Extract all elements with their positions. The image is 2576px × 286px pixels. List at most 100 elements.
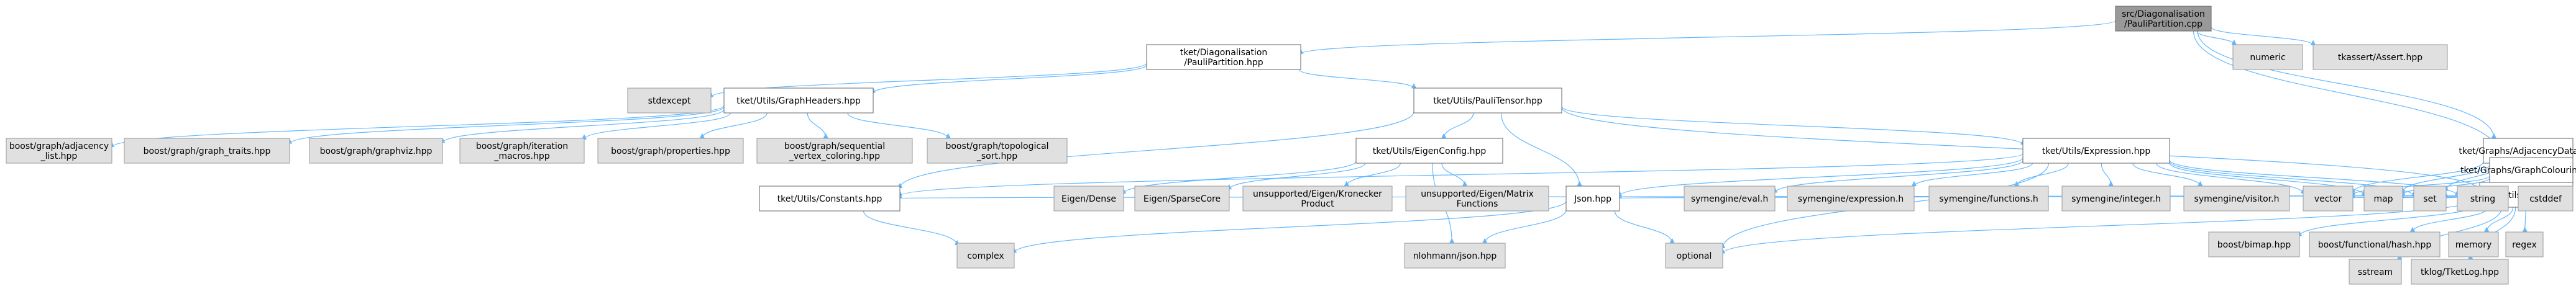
node-optional-box: [1665, 243, 1723, 269]
edge-paulitensor-to-unitid: [1561, 107, 2483, 191]
node-tkassert-label-0: tkassert/Assert.hpp: [2338, 53, 2422, 63]
node-constants-label-0: tket/Utils/Constants.hpp: [777, 194, 882, 204]
node-graphcolouring-box: [2489, 157, 2574, 183]
node-tklog-label-0: tklog/TketLog.hpp: [2421, 267, 2499, 277]
node-stdexcept: stdexcept: [627, 87, 712, 114]
edge-expression-to-svis: [2132, 163, 2203, 187]
node-graphheaders-label-0: tket/Utils/GraphHeaders.hpp: [736, 96, 861, 106]
edge-expression-to-sint: [2101, 163, 2114, 187]
node-jsonhpp-box: [1565, 185, 1620, 212]
node-adjlist-label-0: boost/graph/adjacency: [9, 141, 109, 151]
node-vector: vector: [2303, 185, 2354, 212]
node-graphviz: boost/graph/graphviz.hpp: [309, 138, 443, 164]
node-nlohmann-label-0: nlohmann/json.hpp: [1413, 251, 1497, 261]
node-itermacros-box: [459, 138, 585, 164]
edge-graphheaders-to-itermacros: [581, 112, 731, 140]
node-graphtraits-box: [124, 138, 290, 164]
node-cstddef-label-0: cstddef: [2529, 194, 2562, 204]
node-graphtraits-label-0: boost/graph/graph_traits.hpp: [144, 146, 271, 156]
node-jsonhpp[interactable]: Json.hpp: [1565, 185, 1620, 212]
node-kronecker-label-0: unsupported/Eigen/Kronecker: [1253, 189, 1382, 199]
node-graphcolouring[interactable]: tket/Graphs/GraphColouring.hpp: [2460, 157, 2576, 183]
node-hash: boost/functional/hash.hpp: [2309, 231, 2441, 257]
node-constants-box: [759, 185, 901, 212]
node-pp-label-1: /PauliPartition.hpp: [1184, 58, 1263, 68]
node-regex-label-0: regex: [2512, 240, 2537, 250]
node-set: set: [2413, 185, 2447, 212]
node-constants[interactable]: tket/Utils/Constants.hpp: [759, 185, 901, 212]
node-regex-box: [2505, 231, 2544, 257]
node-properties-label-0: boost/graph/properties.hpp: [611, 146, 730, 156]
node-expression[interactable]: tket/Utils/Expression.hpp: [2022, 138, 2170, 164]
node-numeric-box: [2232, 44, 2303, 70]
node-complex-label-0: complex: [967, 251, 1004, 261]
edge-adjdata-to-vector: [2350, 161, 2484, 193]
edge-jsonhpp-to-nlohmann: [1482, 209, 1567, 244]
node-paulitensor-box: [1413, 87, 1562, 114]
node-sexpr-box: [1787, 185, 1915, 212]
node-graphheaders-box: [723, 87, 874, 114]
node-properties-box: [597, 138, 744, 164]
edge-unitid-to-memory: [2484, 207, 2514, 233]
node-optional: optional: [1665, 243, 1723, 269]
node-set-label-0: set: [2423, 194, 2437, 204]
node-stdexcept-label-0: stdexcept: [648, 96, 691, 106]
edge-adjdata-to-map: [2400, 163, 2491, 192]
node-sfunc-box: [1928, 185, 2049, 212]
node-seqcolor-box: [756, 138, 913, 164]
node-sstream: sstream: [2349, 259, 2402, 285]
edge-expression-to-sfunc: [2014, 163, 2069, 187]
node-graphcolouring-label-0: tket/Graphs/GraphColouring.hpp: [2460, 166, 2576, 176]
node-tkassert-box: [2312, 44, 2448, 70]
node-string: string: [2457, 185, 2509, 212]
node-seqcolor-label-0: boost/graph/sequential: [784, 141, 885, 151]
node-eigendense: Eigen/Dense: [1053, 185, 1124, 212]
node-complex: complex: [956, 243, 1015, 269]
node-adjlist: boost/graph/adjacency_list.hpp: [6, 138, 112, 164]
node-eigenconfig-box: [1355, 138, 1503, 164]
node-optional-label-0: optional: [1677, 251, 1712, 261]
node-graphheaders[interactable]: tket/Utils/GraphHeaders.hpp: [723, 87, 874, 114]
nodes-layer: src/Diagonalisation/PauliPartition.cpp tk…: [6, 6, 2576, 285]
node-eigenconfig-label-0: tket/Utils/EigenConfig.hpp: [1373, 146, 1487, 156]
node-eigenconfig[interactable]: tket/Utils/EigenConfig.hpp: [1355, 138, 1503, 164]
node-eigensparse: Eigen/SparseCore: [1134, 185, 1230, 212]
node-matfunc-label-1: Functions: [1457, 199, 1498, 209]
node-expression-box: [2022, 138, 2170, 164]
node-numeric-label-0: numeric: [2250, 53, 2285, 63]
node-root[interactable]: src/Diagonalisation/PauliPartition.cpp: [2115, 6, 2212, 32]
node-pp[interactable]: tket/Diagonalisation/PauliPartition.hpp: [1146, 44, 1301, 70]
node-sstream-box: [2349, 259, 2402, 285]
node-hash-label-0: boost/functional/hash.hpp: [2318, 240, 2432, 250]
edge-pp-to-paulitensor: [1298, 69, 1417, 89]
node-tklog-box: [2411, 259, 2509, 285]
node-root-label-0: src/Diagonalisation: [2122, 9, 2205, 19]
node-memory-box: [2448, 231, 2499, 257]
node-expression-label-0: tket/Utils/Expression.hpp: [2042, 146, 2151, 156]
node-paulitensor[interactable]: tket/Utils/PauliTensor.hpp: [1413, 87, 1562, 114]
edge-paulitensor-to-expression: [1561, 106, 2026, 145]
node-memory: memory: [2448, 231, 2499, 257]
edge-graphheaders-to-graphviz: [439, 109, 725, 143]
node-itermacros-label-0: boost/graph/iteration: [476, 141, 568, 151]
node-pp-label-0: tket/Diagonalisation: [1180, 48, 1268, 58]
edge-expression-to-constants: [897, 153, 2024, 197]
node-map-box: [2363, 185, 2403, 212]
edge-root-to-pp: [1298, 20, 2116, 55]
node-sint-label-0: symengine/integer.h: [2071, 194, 2161, 204]
edge-root-to-graphcolouring: [2193, 30, 2504, 158]
node-bimap-label-0: boost/bimap.hpp: [2217, 240, 2291, 250]
node-tklog: tklog/TketLog.hpp: [2411, 259, 2509, 285]
edge-expression-to-jsonhpp: [1616, 157, 2024, 197]
node-sint-box: [2061, 185, 2171, 212]
edge-graphheaders-to-seqcolor: [807, 112, 828, 139]
node-jsonhpp-label-0: Json.hpp: [1574, 194, 1611, 204]
node-matfunc-label-0: unsupported/Eigen/Matrix: [1421, 189, 1534, 199]
node-seqcolor-label-1: _vertex_coloring.hpp: [789, 151, 880, 161]
node-regex: regex: [2505, 231, 2544, 257]
node-topo-label-1: _sort.hpp: [976, 151, 1017, 161]
node-map: map: [2363, 185, 2403, 212]
